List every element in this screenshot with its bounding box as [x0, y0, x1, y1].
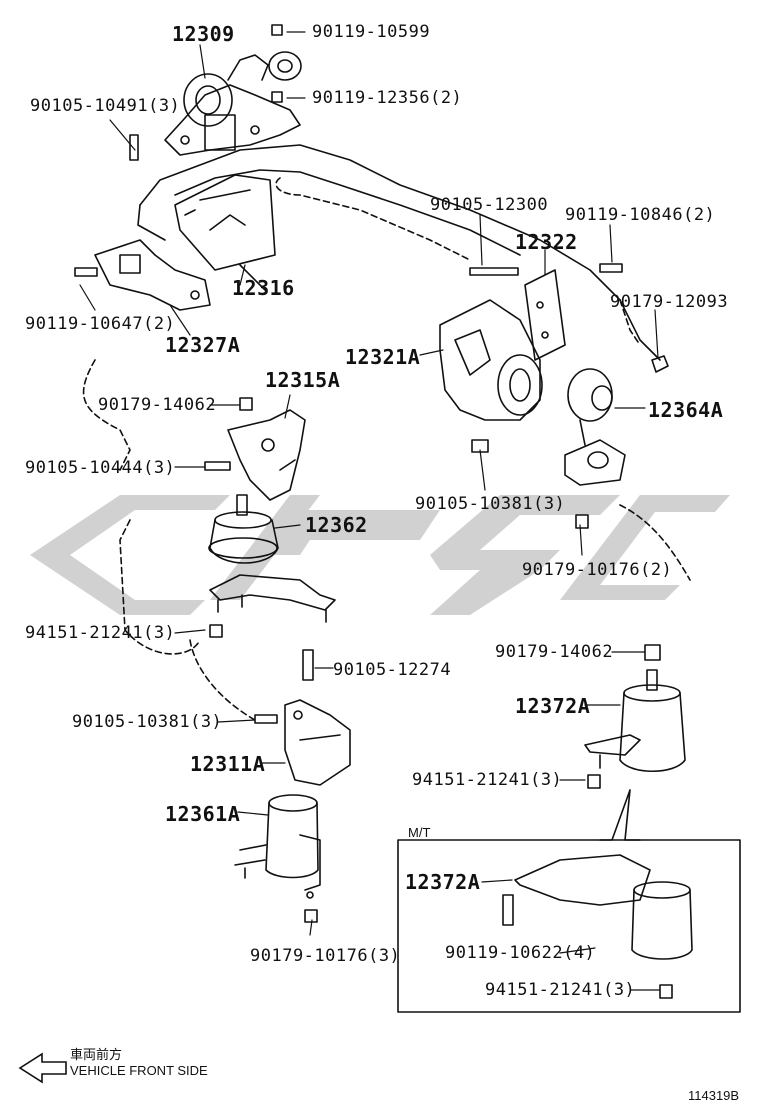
callout-12327A: 12327A [165, 333, 241, 357]
part-12362-mount [208, 494, 336, 623]
dashed-guides [82, 359, 691, 721]
callout-12322: 12322 [515, 230, 578, 254]
callout-94151-21241-b: 94151-21241(3) [412, 770, 563, 790]
part-12309-upper-mount [164, 51, 302, 156]
part-12372A-mount [584, 669, 686, 773]
part-12315A-bracket [227, 409, 306, 501]
callout-12364A: 12364A [648, 398, 724, 422]
callout-12372A-b: 12372A [405, 870, 481, 894]
callout-90119-10846: 90119-10846(2) [565, 205, 716, 225]
watermark-logo [30, 495, 730, 615]
callout-94151-21241-c: 94151-21241(3) [485, 980, 636, 1000]
part-12311A-bracket [284, 699, 351, 786]
part-12316-bracket [174, 174, 276, 291]
part-12327A-bracket [94, 239, 211, 311]
callout-90105-10491: 90105-10491(3) [30, 96, 181, 116]
callout-12361A: 12361A [165, 802, 241, 826]
callout-90105-10381-a: 90105-10381(3) [415, 494, 566, 514]
front-label-jp: 車両前方 [70, 1047, 123, 1062]
callout-90119-10647: 90119-10647(2) [25, 314, 176, 334]
callout-90105-12274: 90105-12274 [333, 660, 452, 680]
part-12322-plate [524, 269, 566, 361]
callout-90179-12093: 90179-12093 [610, 292, 729, 312]
callout-12321A: 12321A [345, 345, 421, 369]
inset-label-mt: M/T [408, 825, 431, 840]
callout-90179-14062-b: 90179-14062 [495, 642, 614, 662]
callout-90179-10176-b: 90179-10176(3) [250, 946, 401, 966]
front-label-en: VEHICLE FRONT SIDE [70, 1063, 208, 1078]
crossmember-frame [137, 144, 661, 361]
callout-12309: 12309 [172, 22, 235, 46]
callout-12372A-a: 12372A [515, 694, 591, 718]
callout-12362: 12362 [305, 513, 368, 537]
callout-94151-21241-a: 94151-21241(3) [25, 623, 176, 643]
figure-id: 114319B [688, 1088, 740, 1103]
callout-12316: 12316 [232, 276, 295, 300]
front-direction-arrow-icon [18, 1052, 67, 1084]
leader-lines [79, 31, 661, 991]
callout-90119-12356: 90119-12356(2) [312, 88, 463, 108]
callout-12315A: 12315A [265, 368, 341, 392]
callout-90119-10599: 90119-10599 [312, 22, 431, 42]
callout-90179-10176-a: 90179-10176(2) [522, 560, 673, 580]
part-12321A-bracket [439, 299, 543, 421]
callout-90105-10381-b: 90105-10381(3) [72, 712, 223, 732]
part-12361A-mount [234, 794, 321, 899]
callout-90105-12300: 90105-12300 [430, 195, 549, 215]
fasteners [74, 24, 669, 923]
callout-90179-14062-a: 90179-14062 [98, 395, 217, 415]
callout-12311A: 12311A [190, 752, 266, 776]
callout-90105-10444: 90105-10444(3) [25, 458, 176, 478]
callout-90119-10622: 90119-10622(4) [445, 943, 596, 963]
mt-inset-box [397, 789, 741, 1013]
part-12364A-torque-rod [564, 368, 626, 486]
